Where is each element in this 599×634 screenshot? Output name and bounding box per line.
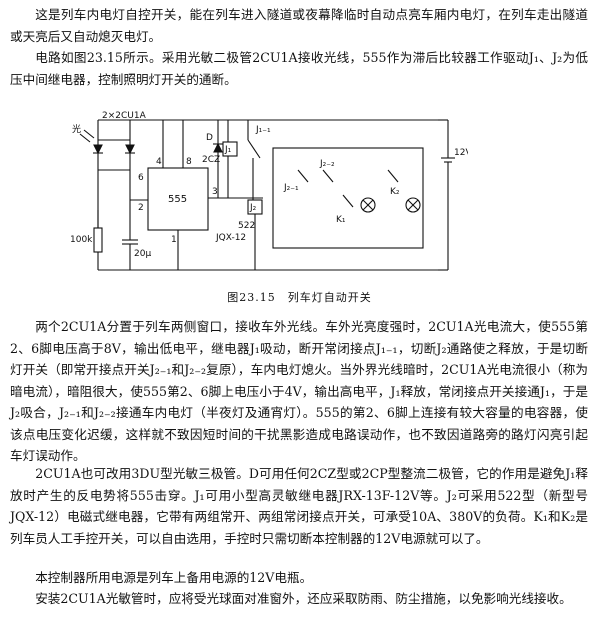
paragraph-power: 本控制器所用电源是列车上备用电源的12V电瓶。 — [35, 570, 313, 585]
pin-3-label: 3 — [212, 187, 218, 197]
light-label: 光 — [72, 123, 81, 135]
contact-j1-1-label: J₁₋₁ — [255, 125, 271, 135]
resistor-label: 100k — [70, 235, 93, 245]
relay-j1-label: J₁ — [224, 145, 232, 155]
circuit-diagram: 光 2×2CU1A 555 4 8 6 2 3 1 D 2CZ J₁ J₁₋₁ … — [70, 111, 468, 271]
paragraph-components: 2CU1A也可改用3DU型光敏三极管。D可用任何2CZ型或2CP型整流二极管，它… — [10, 466, 588, 546]
relay2-type-label: 522 — [238, 221, 255, 231]
ic-555-label: 555 — [168, 194, 187, 205]
switch-k2-label: K₂ — [390, 187, 400, 197]
paragraph-circuit-overview: 电路如图23.15所示。采用光敏二极管2CU1A接收光线，555作为滞后比较器工… — [10, 50, 588, 87]
pin-6-label: 6 — [138, 173, 144, 183]
pin-2-label: 2 — [138, 203, 144, 213]
relay2-model-label: JQX-12 — [215, 233, 246, 243]
paragraph-intro: 这是列车内电灯自控开关，能在列车进入隧道或夜幕降临时自动点亮车厢内电灯，在列车走… — [10, 7, 588, 44]
diode-label: D — [206, 133, 213, 143]
capacitor-label: 20μ — [134, 249, 151, 259]
contact-j2-2-label: J₂₋₂ — [319, 159, 335, 169]
pin-8-label: 8 — [186, 157, 192, 167]
pin-4-label: 4 — [156, 157, 162, 167]
relay-j2-label: J₂ — [249, 203, 257, 213]
paragraph-installation: 安装2CU1A光敏管时，应将受光球面对准窗外，还应采取防雨、防尘措施，以免影响光… — [35, 591, 572, 606]
photodiodes-label: 2×2CU1A — [102, 111, 147, 121]
paragraph-operation: 两个2CU1A分置于列车两侧窗口，接收车外光线。车外光亮度强时，2CU1A光电流… — [10, 319, 588, 463]
switch-k1-label: K₁ — [336, 215, 346, 225]
figure-caption: 图23.15 列车灯自动开关 — [227, 291, 372, 304]
supply-label: 12V — [454, 148, 468, 158]
contact-j2-1-label: J₂₋₁ — [283, 183, 299, 193]
pin-1-label: 1 — [171, 235, 177, 245]
diode-type-label: 2CZ — [202, 155, 220, 165]
